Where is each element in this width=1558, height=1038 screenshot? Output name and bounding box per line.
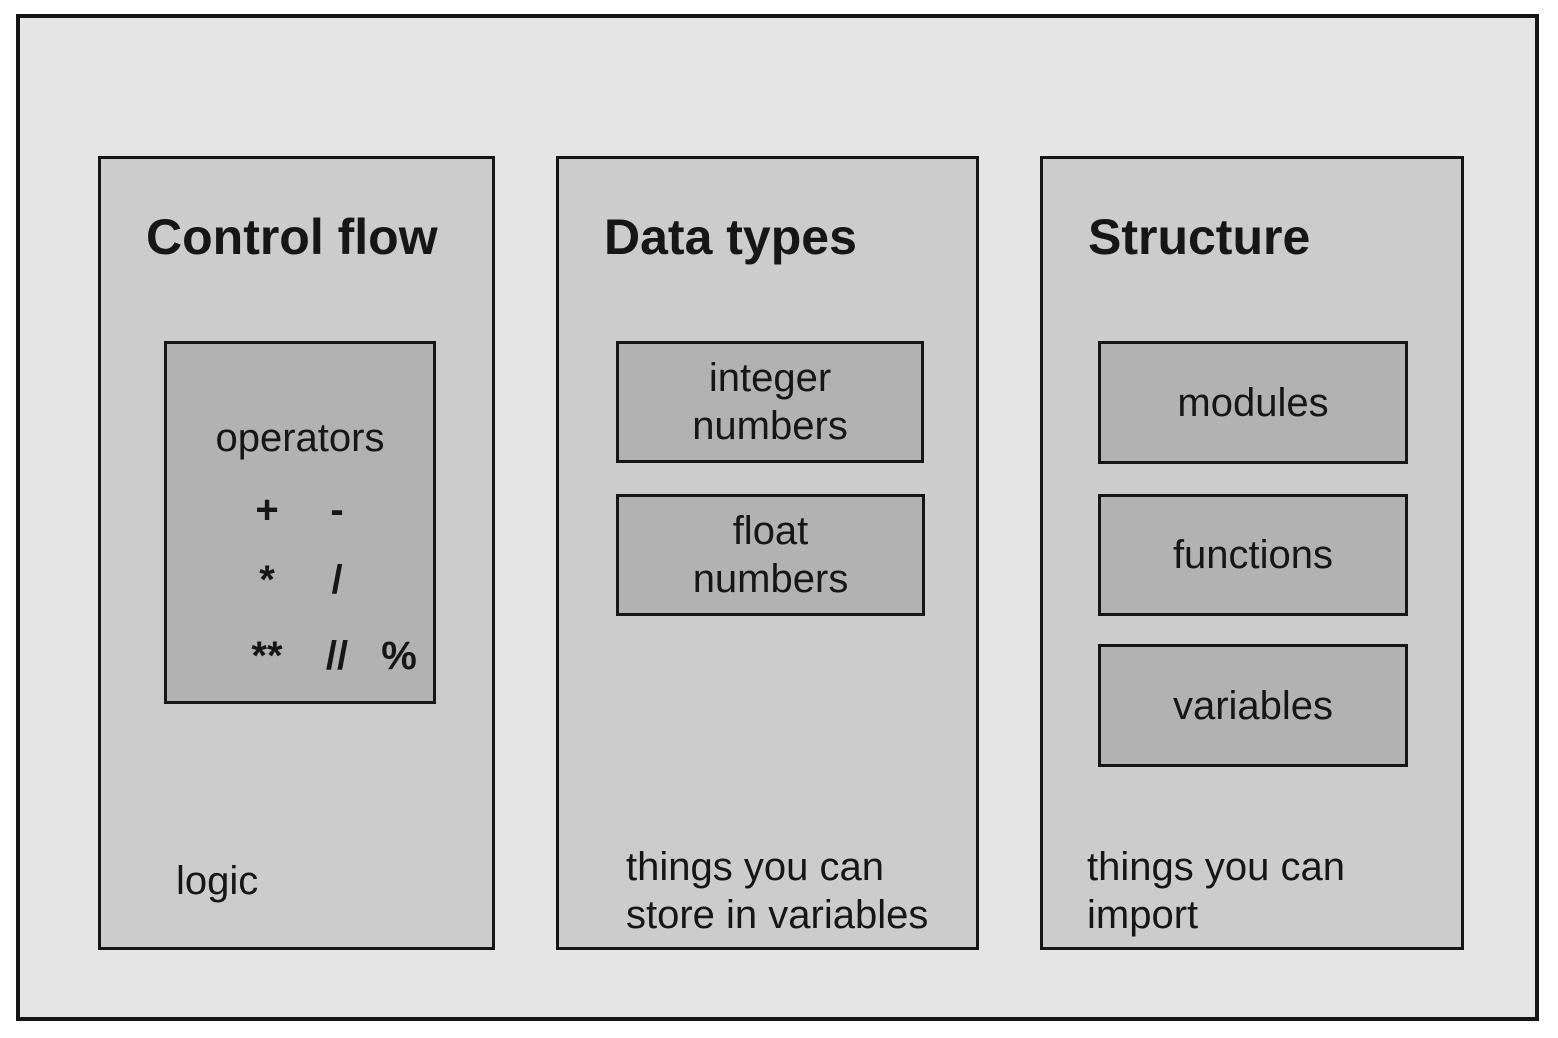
box-label: integer xyxy=(708,356,832,400)
operator-row: + - xyxy=(167,488,433,532)
operator-symbol: + xyxy=(255,488,279,532)
integer-numbers-box: integer numbers xyxy=(616,341,924,463)
variables-box: variables xyxy=(1098,644,1408,767)
caption-structure: things you can import xyxy=(1087,843,1345,939)
box-label: functions xyxy=(1172,533,1334,577)
functions-box: functions xyxy=(1098,494,1408,616)
operator-row: ** // % xyxy=(167,634,433,678)
panel-control-flow: Control flow operators + - * / ** // % xyxy=(98,156,495,950)
operator-symbol: * xyxy=(259,558,275,602)
caption-line: things you can xyxy=(1087,845,1345,889)
outer-frame: Control flow operators + - * / ** // % xyxy=(16,14,1539,1021)
caption-line: store in variables xyxy=(626,893,929,937)
caption-line: logic xyxy=(176,859,259,903)
operator-row: * / xyxy=(167,558,433,602)
box-label: numbers xyxy=(692,557,849,601)
caption-line: things you can xyxy=(626,845,884,889)
column-heading-control-flow: Control flow xyxy=(146,209,438,265)
operator-symbol: % xyxy=(381,634,417,678)
box-label: float xyxy=(732,509,809,553)
column-heading-structure: Structure xyxy=(1088,209,1311,265)
operator-symbol: - xyxy=(330,488,344,532)
operators-box: operators + - * / ** // % xyxy=(164,341,436,704)
modules-box: modules xyxy=(1098,341,1408,464)
float-numbers-box: float numbers xyxy=(616,494,925,616)
panel-structure: Structure modules functions variables th… xyxy=(1040,156,1464,950)
caption-line: import xyxy=(1087,893,1199,937)
panel-data-types: Data types integer numbers float numbers… xyxy=(556,156,979,950)
operator-symbol: ** xyxy=(251,634,283,678)
box-label: variables xyxy=(1172,683,1334,728)
operators-label: operators xyxy=(215,416,385,460)
caption-logic: logic xyxy=(176,857,258,905)
column-heading-data-types: Data types xyxy=(604,209,857,265)
operator-symbol: // xyxy=(325,634,349,678)
box-label: modules xyxy=(1177,380,1329,425)
caption-data-types: things you can store in variables xyxy=(626,843,928,939)
operator-symbol: / xyxy=(331,558,343,602)
box-label: numbers xyxy=(692,404,848,448)
